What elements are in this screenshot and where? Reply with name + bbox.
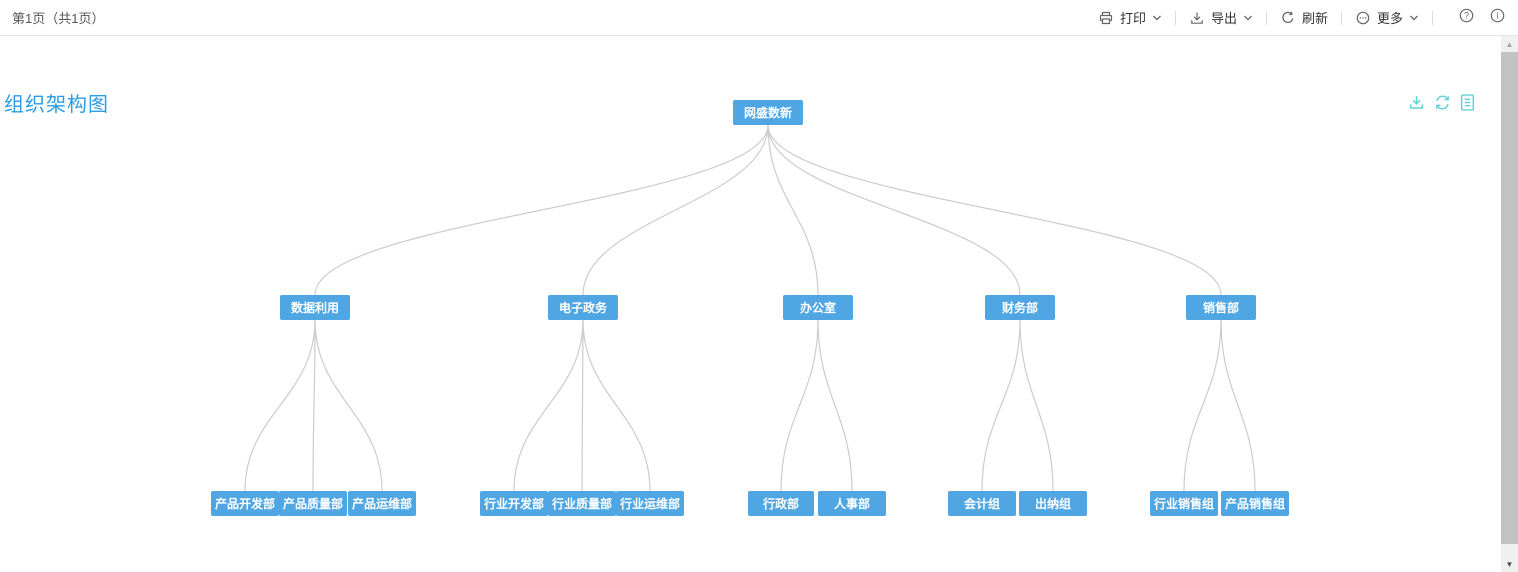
org-node-sjly[interactable]: 数据利用 xyxy=(280,295,350,320)
report-canvas: 组织架构图 网盛数新数据利用 电子政务 办公室 财务部 销售部产品开发部产品质量部产品运… xyxy=(0,36,1501,572)
org-node-bgs[interactable]: 办公室 xyxy=(783,295,853,320)
top-toolbar: 第1页（共1页） 打印 导出 xyxy=(0,0,1518,36)
refresh-icon xyxy=(1280,10,1296,26)
print-button[interactable]: 打印 xyxy=(1096,8,1164,27)
chevron-down-icon xyxy=(1243,13,1253,23)
org-connector xyxy=(1019,319,1054,492)
more-ellipsis-icon xyxy=(1355,10,1371,26)
more-label: 更多 xyxy=(1376,11,1403,26)
chart-title: 组织架构图 xyxy=(4,94,109,116)
org-connector xyxy=(513,319,584,492)
chevron-down-icon xyxy=(1152,13,1162,23)
toolbar-separator xyxy=(1432,10,1433,25)
org-node-cwb[interactable]: 财务部 xyxy=(985,295,1055,320)
org-connector xyxy=(312,319,316,492)
org-connector xyxy=(767,124,819,296)
org-connector xyxy=(780,319,819,492)
svg-text:i: i xyxy=(1497,10,1499,20)
org-node-xzb[interactable]: 行政部 xyxy=(748,491,814,516)
export-label: 导出 xyxy=(1210,11,1237,26)
org-connector xyxy=(244,319,316,492)
chevron-down-icon xyxy=(1409,13,1419,23)
org-connector xyxy=(1183,319,1222,492)
org-chart-connectors xyxy=(244,124,1256,492)
org-node-dzzw[interactable]: 电子政务 xyxy=(548,295,618,320)
org-connector xyxy=(582,319,651,492)
svg-text:?: ? xyxy=(1464,10,1469,20)
org-node-cnz[interactable]: 出纳组 xyxy=(1019,491,1087,516)
help-button[interactable]: ? xyxy=(1458,7,1475,29)
org-node-hyywb[interactable]: 行业运维部 xyxy=(616,491,684,516)
chart-refresh-icon[interactable] xyxy=(1434,94,1451,111)
org-connector xyxy=(767,124,1222,296)
org-connector xyxy=(817,319,853,492)
more-button[interactable]: 更多 xyxy=(1353,8,1421,27)
refresh-button[interactable]: 刷新 xyxy=(1278,8,1330,27)
toolbar-separator xyxy=(1265,10,1267,25)
org-node-rsb[interactable]: 人事部 xyxy=(818,491,886,516)
page-indicator: 第1页（共1页） xyxy=(12,11,105,26)
scroll-up-button[interactable]: ▲ xyxy=(1505,39,1514,49)
printer-icon xyxy=(1098,10,1114,26)
org-connector xyxy=(581,319,584,492)
toolbar-separator xyxy=(1174,10,1176,25)
org-node-xsb[interactable]: 销售部 xyxy=(1186,295,1256,320)
org-node-hyxsz[interactable]: 行业销售组 xyxy=(1150,491,1218,516)
info-button[interactable]: i xyxy=(1489,7,1506,29)
help-question-icon: ? xyxy=(1458,7,1475,29)
org-node-kjz[interactable]: 会计组 xyxy=(948,491,1016,516)
org-node-cpkfb[interactable]: 产品开发部 xyxy=(211,491,279,516)
vertical-scrollbar[interactable]: ▲ ▼ xyxy=(1501,36,1518,572)
chart-document-icon[interactable] xyxy=(1460,94,1475,111)
org-node-hykfb[interactable]: 行业开发部 xyxy=(480,491,548,516)
export-button[interactable]: 导出 xyxy=(1187,8,1255,27)
toolbar-actions: 打印 导出 刷新 xyxy=(1096,7,1506,29)
print-label: 打印 xyxy=(1119,11,1146,26)
scrollbar-thumb[interactable] xyxy=(1501,52,1518,544)
info-icon: i xyxy=(1489,7,1506,29)
org-connector xyxy=(981,319,1021,492)
org-connector xyxy=(314,319,383,492)
scroll-down-button[interactable]: ▼ xyxy=(1505,559,1514,569)
org-node-root[interactable]: 网盛数新 xyxy=(733,100,803,125)
org-connector xyxy=(314,124,769,296)
export-download-icon xyxy=(1189,10,1205,26)
chart-download-icon[interactable] xyxy=(1408,94,1425,111)
chart-action-icons xyxy=(1408,94,1475,111)
org-connector xyxy=(767,124,1021,296)
org-connector xyxy=(582,124,769,296)
toolbar-separator xyxy=(1340,10,1342,25)
org-connector xyxy=(1220,319,1256,492)
org-node-hyzlb[interactable]: 行业质量部 xyxy=(548,491,616,516)
org-node-cpywb[interactable]: 产品运维部 xyxy=(348,491,416,516)
refresh-label: 刷新 xyxy=(1301,11,1328,26)
org-node-cpzlb[interactable]: 产品质量部 xyxy=(279,491,347,516)
org-node-cpxsz[interactable]: 产品销售组 xyxy=(1221,491,1289,516)
